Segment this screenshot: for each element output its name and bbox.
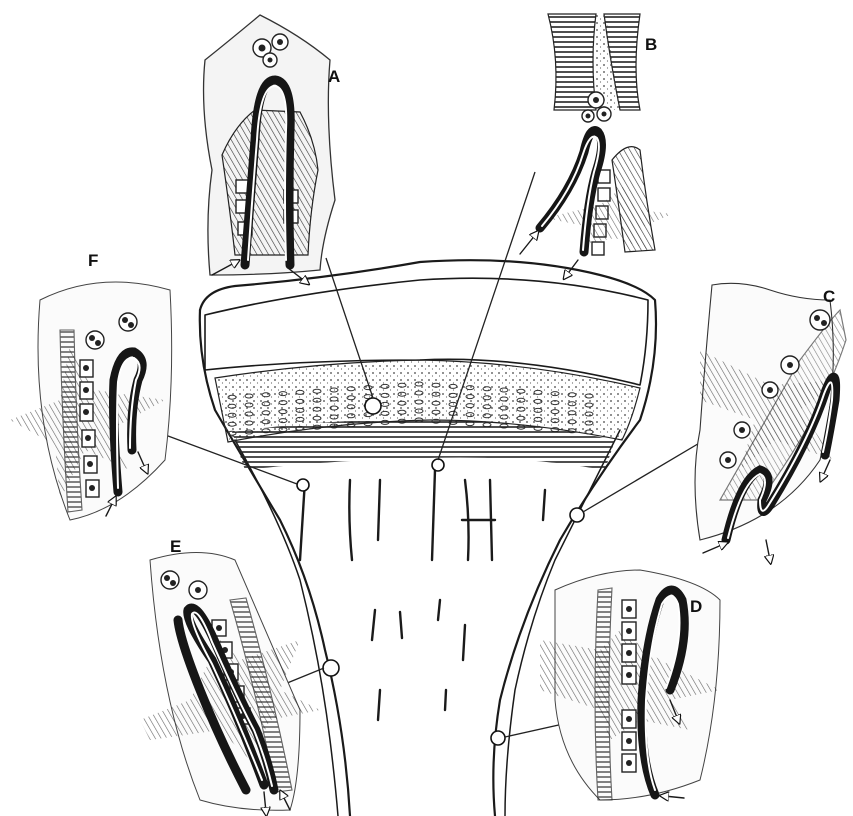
panel-d: D <box>540 570 720 800</box>
panel-f-label: F <box>88 251 98 270</box>
panel-d-label: D <box>690 597 702 616</box>
panel-c: C <box>695 283 846 560</box>
marker-a[interactable] <box>365 398 381 414</box>
marker-c[interactable] <box>570 508 584 522</box>
panel-c-arrow-in <box>703 544 724 553</box>
metaphyseal-vessels <box>300 470 545 720</box>
panel-d-arrow-in <box>664 796 684 798</box>
panel-a: A <box>204 15 341 282</box>
panel-c-arrow-out-2 <box>822 460 830 478</box>
marker-e[interactable] <box>323 660 339 676</box>
panel-c-arrow-out-1 <box>766 540 770 560</box>
marker-d[interactable] <box>491 731 505 745</box>
panel-b-arrow-in <box>520 234 536 254</box>
panel-b-label: B <box>645 35 657 54</box>
marker-f[interactable] <box>297 479 309 491</box>
panel-e-label: E <box>170 537 181 556</box>
panel-d-bone <box>595 588 612 800</box>
panel-c-label: C <box>823 287 835 306</box>
panel-f: F <box>10 251 172 520</box>
panel-e: E <box>140 537 320 812</box>
marker-b[interactable] <box>432 459 444 471</box>
panel-b: B <box>520 14 672 276</box>
panel-a-label: A <box>328 67 340 86</box>
